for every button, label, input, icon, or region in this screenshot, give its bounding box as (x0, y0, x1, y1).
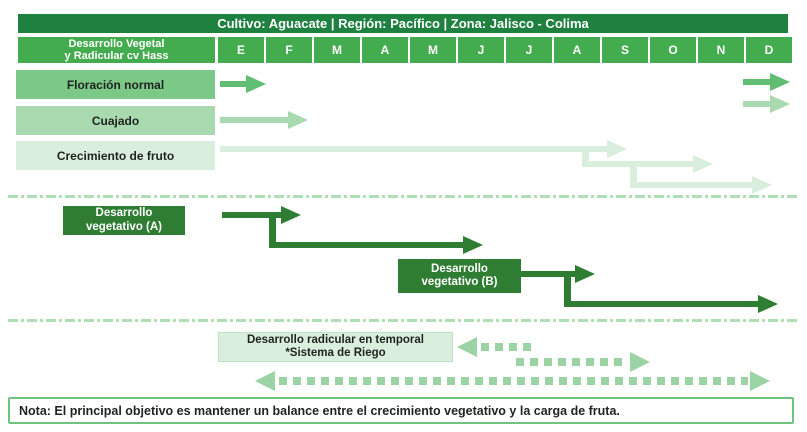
arrow-step-connector (630, 161, 637, 188)
month-cell: E (218, 37, 264, 63)
month-cell: D (746, 37, 792, 63)
arrow-shaft (220, 81, 247, 87)
section-divider-bottom (8, 319, 799, 322)
row-label-floracion: Floración normal (16, 70, 215, 99)
arrowhead-right-icon (770, 95, 790, 113)
note-box: Nota: El principal objetivo es mantener … (8, 397, 794, 424)
section-divider-top (8, 195, 799, 198)
arrow-shaft (743, 101, 771, 107)
arrowhead-left-icon (457, 337, 477, 357)
month-cell: N (698, 37, 744, 63)
dotted-arrow-shaft (516, 358, 628, 366)
arrowhead-right-icon (246, 75, 266, 93)
month-cell: A (362, 37, 408, 63)
arrowhead-right-icon (288, 111, 308, 129)
arrow-step-connector (269, 212, 276, 248)
arrowhead-right-icon (770, 73, 790, 91)
row-label-cuajado: Cuajado (16, 106, 215, 135)
arrowhead-right-icon (463, 236, 483, 254)
arrowhead-right-icon (693, 155, 713, 173)
arrow-shaft (220, 117, 289, 123)
month-cell: J (506, 37, 552, 63)
arrow-step-connector (582, 146, 589, 167)
arrowhead-right-icon (630, 352, 650, 372)
arrow-shaft (582, 161, 693, 167)
month-cell: J (458, 37, 504, 63)
arrowhead-right-icon (752, 176, 772, 194)
month-axis: E F M A M J J A S O N D (218, 37, 792, 63)
arrow-shaft (743, 79, 771, 85)
arrow-step-connector (564, 271, 571, 307)
arrowhead-right-icon (281, 206, 301, 224)
dotted-arrow-shaft (279, 377, 748, 385)
arrowhead-left-icon (255, 371, 275, 391)
arrow-shaft (564, 301, 758, 307)
month-cell: A (554, 37, 600, 63)
veg-a-label-box: Desarrollo vegetativo (A) (63, 206, 185, 235)
month-cell: M (410, 37, 456, 63)
arrowhead-right-icon (607, 140, 627, 158)
arrow-shaft (630, 182, 752, 188)
chart-title-bar: Cultivo: Aguacate | Región: Pacífico | Z… (18, 14, 788, 33)
month-cell: F (266, 37, 312, 63)
month-cell: S (602, 37, 648, 63)
arrowhead-right-icon (575, 265, 595, 283)
arrow-shaft (269, 242, 463, 248)
arrow-shaft (220, 146, 607, 152)
month-cell: M (314, 37, 360, 63)
arrow-shaft (222, 212, 281, 218)
arrow-shaft (520, 271, 575, 277)
arrowhead-right-icon (758, 295, 778, 313)
row-group-header: Desarrollo Vegetal y Radicular cv Hass (18, 37, 215, 63)
radicular-label-box: Desarrollo radicular en temporal *Sistem… (218, 332, 453, 362)
veg-b-label-box: Desarrollo vegetativo (B) (398, 259, 521, 293)
month-cell: O (650, 37, 696, 63)
row-label-crecimiento: Crecimiento de fruto (16, 141, 215, 170)
dotted-arrow-shaft (481, 343, 532, 351)
arrowhead-right-icon (750, 371, 770, 391)
